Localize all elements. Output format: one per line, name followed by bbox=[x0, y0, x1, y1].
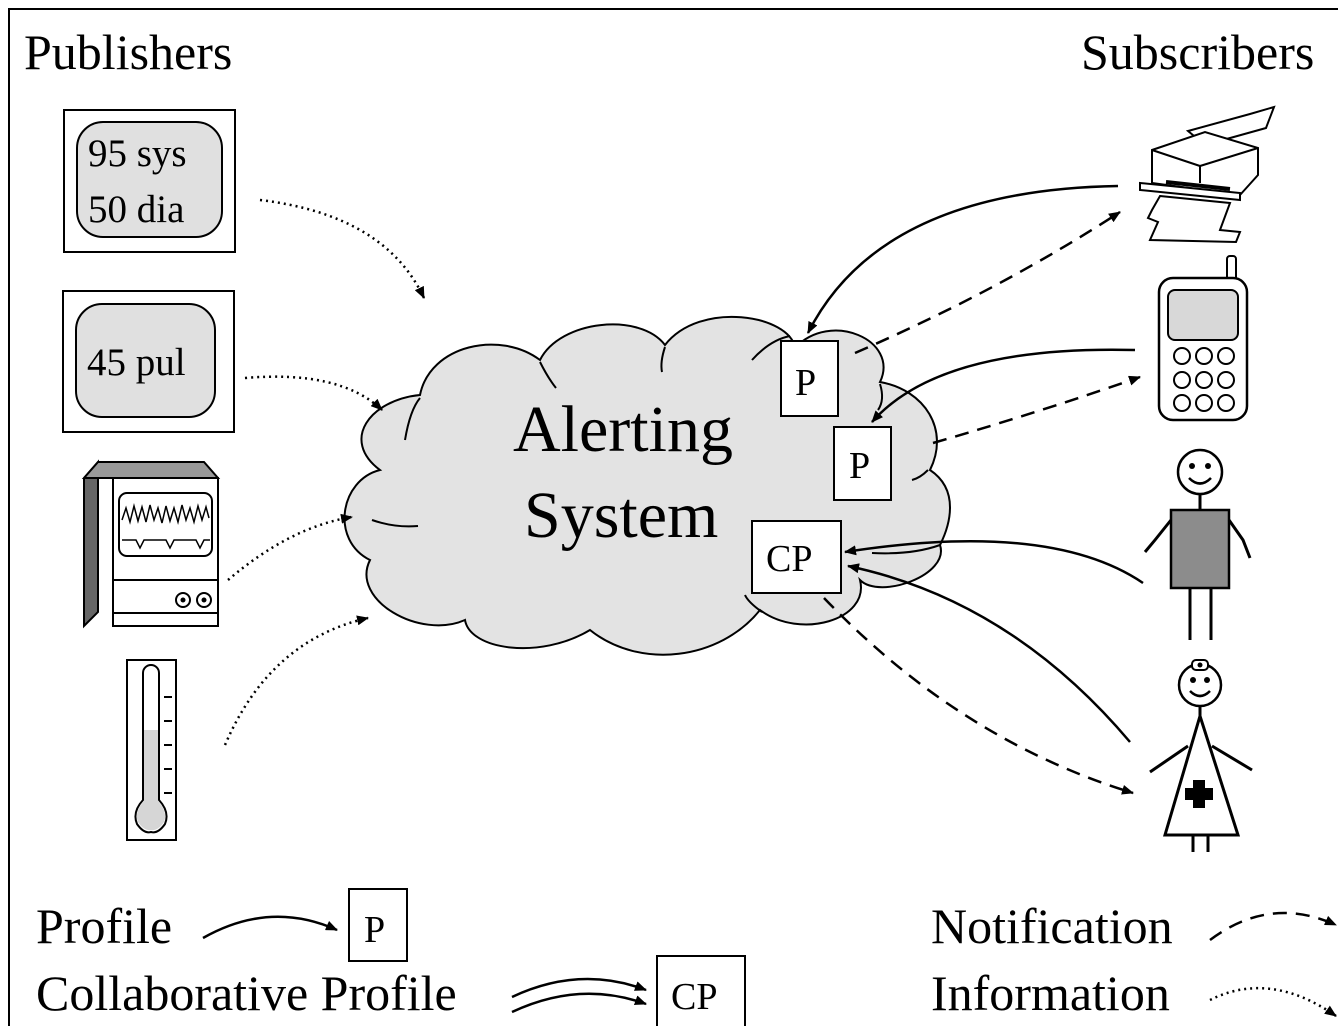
svg-text:P: P bbox=[795, 362, 816, 404]
alerting-label: Alerting bbox=[513, 393, 733, 466]
information-arrow-pulse bbox=[244, 375, 383, 411]
profile-box-phone: P bbox=[833, 426, 892, 501]
blood-pressure-monitor: 95 sys 50 dia bbox=[63, 109, 236, 253]
legend-notification-label: Notification bbox=[931, 898, 1173, 954]
legend-information-arrow bbox=[1209, 986, 1337, 1018]
notification-arrows bbox=[823, 210, 1141, 795]
svg-text:P: P bbox=[849, 445, 870, 487]
notification-arrow-printer bbox=[854, 210, 1121, 355]
profile-arrow-printer bbox=[806, 184, 1119, 334]
collab-profile-arrow-patient bbox=[844, 539, 1144, 585]
legend-collab-symbol: CP bbox=[671, 976, 717, 1018]
profile-arrows bbox=[806, 184, 1144, 743]
systolic-reading: 95 sys bbox=[88, 132, 187, 175]
printer-icon bbox=[1139, 105, 1276, 244]
diastolic-reading: 50 dia bbox=[88, 188, 184, 231]
nurse-icon bbox=[1149, 659, 1253, 852]
legend-profile-arrow bbox=[202, 915, 338, 940]
mobile-phone-icon bbox=[1157, 255, 1249, 422]
pulse-monitor: 45 pul bbox=[62, 290, 235, 433]
patient-icon bbox=[1143, 448, 1252, 640]
publishers-heading: Publishers bbox=[24, 24, 232, 80]
notification-arrow-phone bbox=[932, 375, 1141, 445]
profile-arrow-phone bbox=[871, 348, 1136, 423]
collab-profile-arrow-nurse bbox=[847, 563, 1131, 743]
profile-box-printer: P bbox=[780, 340, 839, 417]
information-arrow-thermometer bbox=[223, 615, 369, 746]
legend-profile-symbol: P bbox=[364, 909, 385, 951]
notification-arrow-nurse bbox=[823, 597, 1134, 795]
legend-collab-profile-label: Collaborative Profile bbox=[36, 965, 457, 1021]
information-arrow-ecg bbox=[227, 513, 353, 581]
pulse-reading: 45 pul bbox=[87, 341, 186, 384]
subscribers-heading: Subscribers bbox=[1081, 24, 1314, 80]
svg-text:CP: CP bbox=[766, 538, 812, 580]
legend: Profile P Collaborative Profile CP Notif… bbox=[36, 888, 1337, 1026]
information-arrow-bp bbox=[259, 198, 426, 299]
diagram-frame bbox=[8, 8, 1338, 1026]
legend-notification-arrow bbox=[1209, 911, 1337, 942]
legend-collab-arrow-1 bbox=[511, 977, 647, 999]
legend-collab-arrow-2 bbox=[511, 992, 647, 1014]
information-arrows bbox=[223, 198, 426, 746]
collaborative-profile-box: CP bbox=[751, 520, 842, 594]
ecg-monitor-icon bbox=[81, 459, 221, 629]
legend-information-label: Information bbox=[931, 965, 1170, 1021]
thermometer-icon bbox=[126, 659, 177, 841]
system-label: System bbox=[524, 479, 718, 552]
legend-profile-label: Profile bbox=[36, 898, 172, 954]
